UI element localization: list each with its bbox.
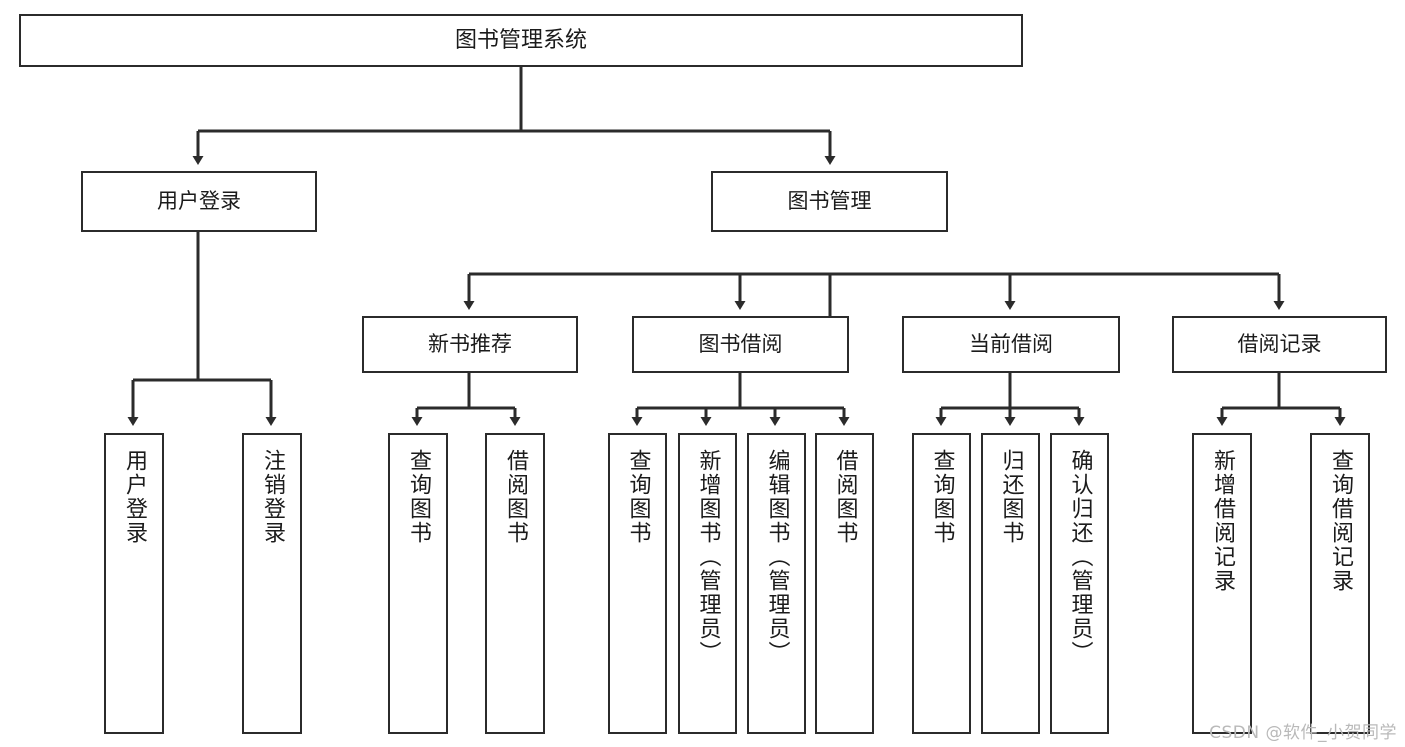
node-label: 查询图书 <box>625 449 651 545</box>
node-new-book-recommend[interactable]: 新书推荐 <box>362 316 578 373</box>
leaf-user-login-signout[interactable]: 注销登录 <box>242 433 302 734</box>
node-label: 图书管理 <box>787 189 872 214</box>
node-current-borrow[interactable]: 当前借阅 <box>902 316 1120 373</box>
node-label: 编辑图书（管理员） <box>764 449 790 665</box>
leaf-borrow-edit-book-admin[interactable]: 编辑图书（管理员） <box>747 433 806 734</box>
leaf-borrow-query-book[interactable]: 查询图书 <box>608 433 667 734</box>
leaf-recommend-borrow-book[interactable]: 借阅图书 <box>485 433 545 734</box>
leaf-records-query-record[interactable]: 查询借阅记录 <box>1310 433 1370 734</box>
leaf-user-login-signin[interactable]: 用户登录 <box>104 433 164 734</box>
node-borrow-records[interactable]: 借阅记录 <box>1172 316 1387 373</box>
node-label: 查询图书 <box>929 449 955 545</box>
node-root-system[interactable]: 图书管理系统 <box>19 14 1023 67</box>
node-label: 注销登录 <box>260 449 285 545</box>
node-label: 图书管理系统 <box>454 27 587 53</box>
node-user-login[interactable]: 用户登录 <box>81 171 317 232</box>
node-label: 新增图书（管理员） <box>695 449 721 665</box>
leaf-current-query-book[interactable]: 查询图书 <box>912 433 971 734</box>
node-label: 确认归还（管理员） <box>1067 449 1093 665</box>
leaf-current-confirm-return-admin[interactable]: 确认归还（管理员） <box>1050 433 1109 734</box>
node-label: 借阅图书 <box>503 449 528 545</box>
leaf-borrow-borrow-book[interactable]: 借阅图书 <box>815 433 874 734</box>
watermark: CSDN @软件_小贺同学 <box>1209 723 1397 743</box>
node-label: 图书借阅 <box>698 332 783 357</box>
node-label: 查询借阅记录 <box>1328 449 1353 593</box>
leaf-records-add-record[interactable]: 新增借阅记录 <box>1192 433 1252 734</box>
node-label: 用户登录 <box>157 189 241 214</box>
node-label: 新增借阅记录 <box>1210 449 1235 593</box>
node-book-management[interactable]: 图书管理 <box>711 171 948 232</box>
node-label: 查询图书 <box>406 449 431 545</box>
node-label: 归还图书 <box>998 449 1024 545</box>
node-label: 新书推荐 <box>428 332 512 357</box>
node-label: 用户登录 <box>122 449 147 545</box>
node-label: 当前借阅 <box>969 332 1053 357</box>
leaf-recommend-query-book[interactable]: 查询图书 <box>388 433 448 734</box>
node-label: 借阅记录 <box>1237 332 1322 357</box>
node-book-borrow[interactable]: 图书借阅 <box>632 316 849 373</box>
leaf-borrow-add-book-admin[interactable]: 新增图书（管理员） <box>678 433 737 734</box>
node-label: 借阅图书 <box>832 449 858 545</box>
leaf-current-return-book[interactable]: 归还图书 <box>981 433 1040 734</box>
